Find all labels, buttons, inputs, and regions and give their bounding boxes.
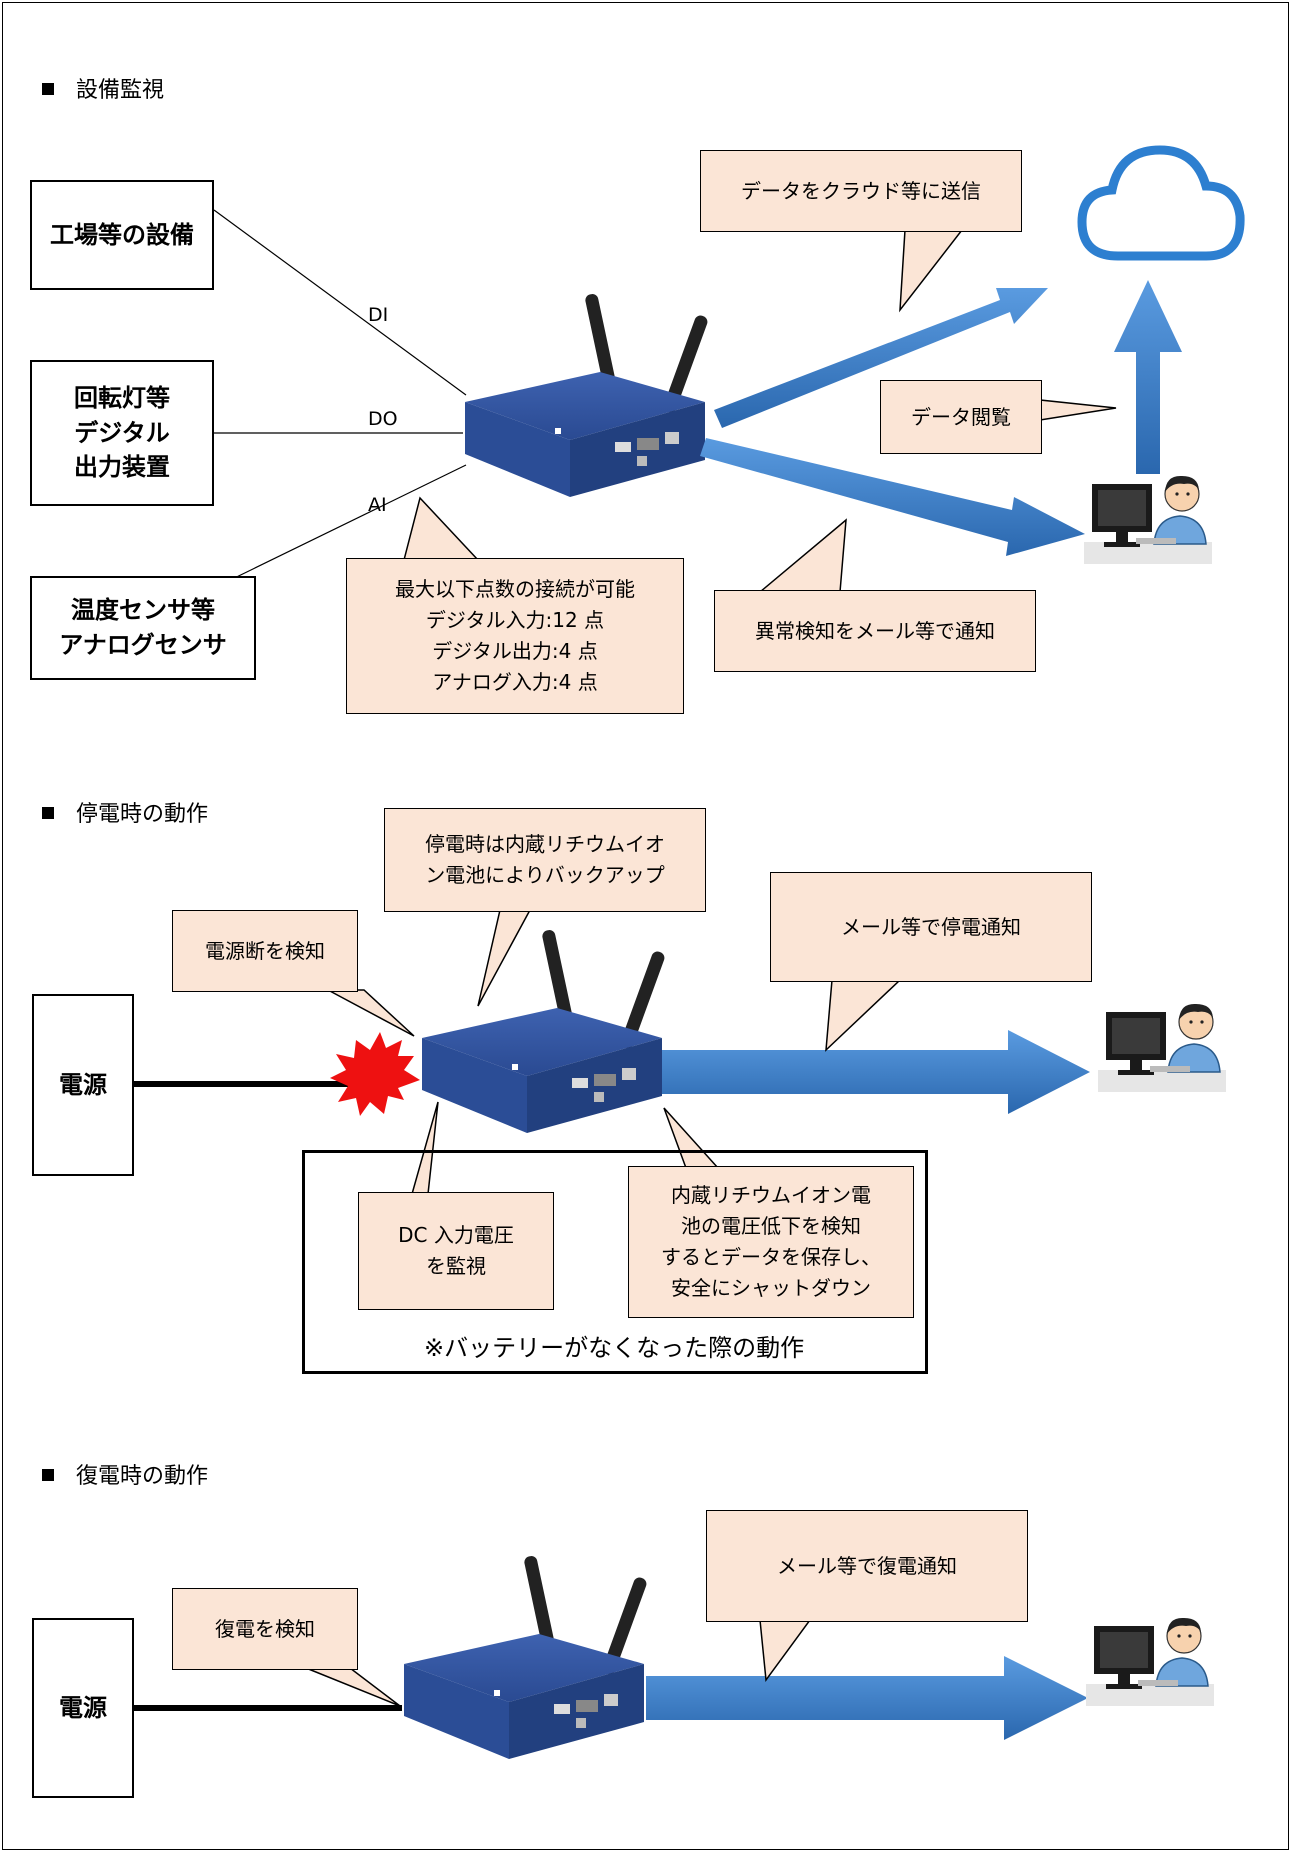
box-factory-equipment: 工場等の設備	[30, 180, 214, 290]
cloud-icon	[1077, 145, 1245, 261]
callout-text: 復電を検知	[215, 1616, 315, 1641]
section-heading-power-outage: 停電時の動作	[42, 796, 208, 828]
label-di: DI	[368, 304, 389, 326]
callout-restore-detect: 復電を検知	[172, 1588, 358, 1670]
callout-text: メール等で復電通知	[777, 1553, 957, 1578]
callout-text: 電源断を検知	[205, 938, 325, 963]
battery-depleted-note: ※バッテリーがなくなった際の動作	[424, 1334, 805, 1362]
box-label: 電源	[59, 1693, 107, 1722]
callout-line: を監視	[426, 1254, 486, 1278]
box-line: 温度センサ等	[71, 596, 215, 625]
callout-data-view: データ閲覧	[880, 380, 1042, 454]
callout-line: アナログ入力:4 点	[432, 670, 598, 694]
label-ai: AI	[368, 494, 387, 516]
box-line: 回転灯等	[74, 383, 170, 412]
box-line: 出力装置	[74, 453, 170, 482]
callout-power-loss-detect: 電源断を検知	[172, 910, 358, 992]
box-label: 電源	[59, 1070, 107, 1099]
callout-line: DC 入力電圧	[398, 1223, 514, 1247]
callout-battery-backup: 停電時は内蔵リチウムイオ ン電池によりバックアップ	[384, 808, 706, 912]
callout-line: 安全にシャットダウン	[671, 1276, 871, 1300]
callout-text: メール等で停電通知	[841, 914, 1021, 939]
callout-line: デジタル入力:12 点	[425, 608, 605, 632]
section-title: 停電時の動作	[76, 802, 209, 827]
callout-line: 最大以下点数の接続が可能	[395, 577, 635, 601]
callout-restore-notify: メール等で復電通知	[706, 1510, 1028, 1622]
callout-safe-shutdown: 内蔵リチウムイオン電 池の電圧低下を検知 するとデータを保存し、 安全にシャット…	[628, 1166, 914, 1318]
callout-line: 停電時は内蔵リチウムイオ	[425, 832, 665, 856]
power-cut-burst-icon	[330, 1032, 420, 1116]
section-title: 設備監視	[76, 78, 165, 103]
box-power-source: 電源	[32, 994, 134, 1176]
box-power-source: 電源	[32, 1618, 134, 1798]
bullet-square-icon	[42, 83, 54, 95]
callout-line: 池の電圧低下を検知	[681, 1214, 861, 1238]
callout-line: するとデータを保存し、	[661, 1245, 881, 1269]
callout-dc-input-monitor: DC 入力電圧 を監視	[358, 1192, 554, 1310]
bullet-square-icon	[42, 1469, 54, 1481]
callout-line: ン電池によりバックアップ	[425, 863, 665, 887]
callout-text: データ閲覧	[911, 404, 1011, 429]
label-do: DO	[368, 408, 398, 430]
callout-outage-notify: メール等で停電通知	[770, 872, 1092, 982]
callout-line: 内蔵リチウムイオン電	[671, 1183, 871, 1207]
section-title: 復電時の動作	[76, 1464, 209, 1489]
box-digital-output-device: 回転灯等 デジタル 出力装置	[30, 360, 214, 506]
box-analog-sensor: 温度センサ等 アナログセンサ	[30, 576, 256, 680]
callout-max-points: 最大以下点数の接続が可能 デジタル入力:12 点 デジタル出力:4 点 アナログ…	[346, 558, 684, 714]
callout-text: データをクラウド等に送信	[741, 178, 981, 203]
box-line: アナログセンサ	[59, 631, 227, 659]
callout-alert-notify: 異常検知をメール等で通知	[714, 590, 1036, 672]
section-heading-power-restore: 復電時の動作	[42, 1458, 208, 1490]
callout-text: 異常検知をメール等で通知	[755, 618, 995, 643]
callout-line: デジタル出力:4 点	[432, 639, 598, 663]
section-heading-monitoring: 設備監視	[42, 72, 164, 104]
callout-send-cloud: データをクラウド等に送信	[700, 150, 1022, 232]
box-label: 工場等の設備	[50, 220, 194, 249]
battery-depleted-frame	[302, 1150, 928, 1374]
box-line: デジタル	[74, 418, 170, 447]
bullet-square-icon	[42, 807, 54, 819]
